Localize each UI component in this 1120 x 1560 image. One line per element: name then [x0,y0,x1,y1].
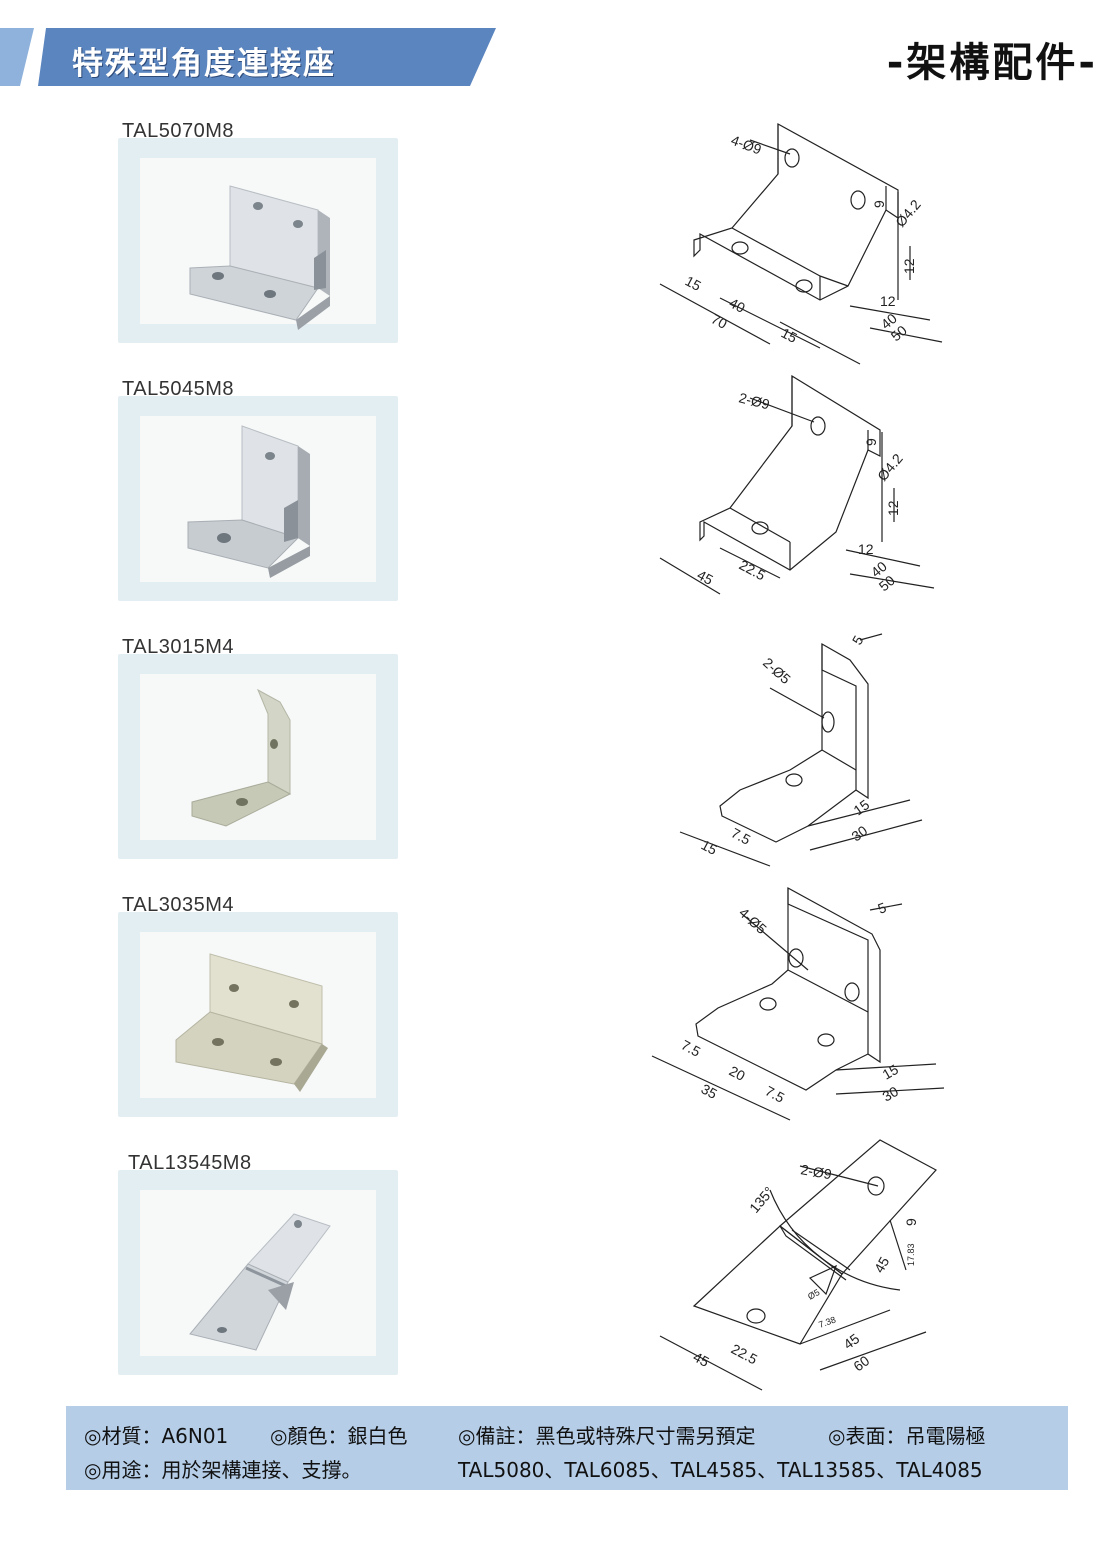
dim-label: 4-Ø5 [736,904,770,937]
product-model: TAL3015M4 [122,636,234,658]
spec-usage: ◎用途：用於架構連接、支撐。 [84,1458,362,1482]
category-title: -架構配件- [886,40,1098,86]
dim-label: 9 [903,1218,919,1226]
dim-label: 2-Ø9 [799,1161,833,1182]
bracket-photo-illustration [189,185,330,330]
dim-label: 45 [695,567,716,589]
product-model: TAL5070M8 [122,120,234,142]
dim-label: 60 [850,1352,872,1374]
dim-label: 15 [880,1061,902,1083]
product-photo [118,138,398,343]
dim-label: 12 [858,541,874,557]
bracket-photo-illustration [187,425,310,578]
spec-note: ◎備註：黑色或特殊尺寸需另預定 [458,1424,756,1448]
dim-label: 15 [779,325,800,347]
dim-label: 7.5 [763,1083,788,1106]
technical-drawing: 5 2-Ø5 15 30 15 7.5 [660,630,940,884]
dimension-drawing-svg: 2-Ø9 9 Ø4.2 12 12 40 50 45 22.5 [659,374,935,595]
dim-label: 9 [871,200,887,208]
dim-label: 45 [871,1254,893,1276]
dim-label: 2-Ø9 [737,389,771,412]
bracket-photo-illustration [175,953,328,1092]
technical-drawing: 5 4-Ø5 15 30 7.5 20 35 7.5 [640,884,950,1138]
dim-label: 5 [876,899,889,917]
dim-label: 7.5 [729,825,754,848]
section-banner: 特殊型角度連接座 [0,28,500,86]
dim-label: 12 [880,293,896,309]
dim-label: 35 [699,1081,720,1103]
spec-surface: ◎表面：吊電陽極 [828,1424,986,1448]
product-photo [118,1170,398,1375]
bracket-photo-illustration [189,1213,331,1351]
product-photo [118,912,398,1117]
dimension-drawing-svg: 2-Ø9 135° 9 17.83 45 Ø5 7.38 45 60 45 22… [659,1139,937,1391]
product-model: TAL3035M4 [122,894,234,916]
dim-label: 22.5 [737,557,769,584]
dim-label: 15 [699,837,720,859]
technical-drawing: 2-Ø9 135° 9 17.83 45 Ø5 7.38 45 60 45 22… [650,1130,950,1404]
product-model: TAL13545M8 [128,1152,252,1174]
dim-label: 9 [863,438,879,446]
dim-label: 7.5 [679,1037,704,1060]
page-title: 特殊型角度連接座 [72,46,336,82]
product-photo [118,654,398,859]
dim-label: 135° [746,1183,777,1215]
spec-footer: ◎材質：A6N01 ◎顏色：銀白色 ◎備註：黑色或特殊尺寸需另預定 ◎表面：吊電… [66,1406,1068,1490]
dim-label: 30 [848,822,870,844]
product-photo [118,396,398,601]
spec-models: TAL5080、TAL6085、TAL4585、TAL13585、TAL4085 [458,1458,983,1482]
dim-label: 15 [683,273,704,295]
spec-color: ◎顏色：銀白色 [270,1424,408,1448]
dim-label: Ø5 [806,1287,821,1302]
dimension-drawing-svg: 5 4-Ø5 15 30 7.5 20 35 7.5 [651,886,945,1121]
technical-drawing: 4-Ø9 9 Ø4.2 12 12 40 50 15 40 70 15 [640,110,960,374]
dim-label: 45 [840,1330,862,1352]
technical-drawing: 2-Ø9 9 Ø4.2 12 12 40 50 45 22.5 [650,372,950,616]
dimension-drawing-svg: 4-Ø9 9 Ø4.2 12 12 40 50 15 40 70 15 [659,122,943,365]
dim-label: 20 [727,1063,748,1085]
dim-label: Ø4.2 [892,196,924,230]
dim-label: 12 [885,500,901,516]
dim-label: 2-Ø5 [760,654,794,687]
spec-material: ◎材質：A6N01 [84,1424,229,1448]
dim-label: 22.5 [729,1341,761,1368]
dim-label: 45 [691,1349,712,1371]
dim-label: 12 [901,258,917,274]
dimension-drawing-svg: 5 2-Ø5 15 30 15 7.5 [679,633,923,867]
dim-label: 4-Ø9 [729,132,764,158]
dim-label: 5 [849,633,867,648]
dim-label: 17.83 [906,1243,916,1266]
dim-label: 40 [727,295,748,317]
dim-label: 7.38 [817,1314,837,1329]
dim-label: 70 [709,311,730,333]
dim-label: 15 [850,796,872,818]
dim-label: 30 [880,1083,902,1105]
banner-shape [0,28,496,86]
bracket-photo-illustration [191,688,292,827]
product-model: TAL5045M8 [122,378,234,400]
